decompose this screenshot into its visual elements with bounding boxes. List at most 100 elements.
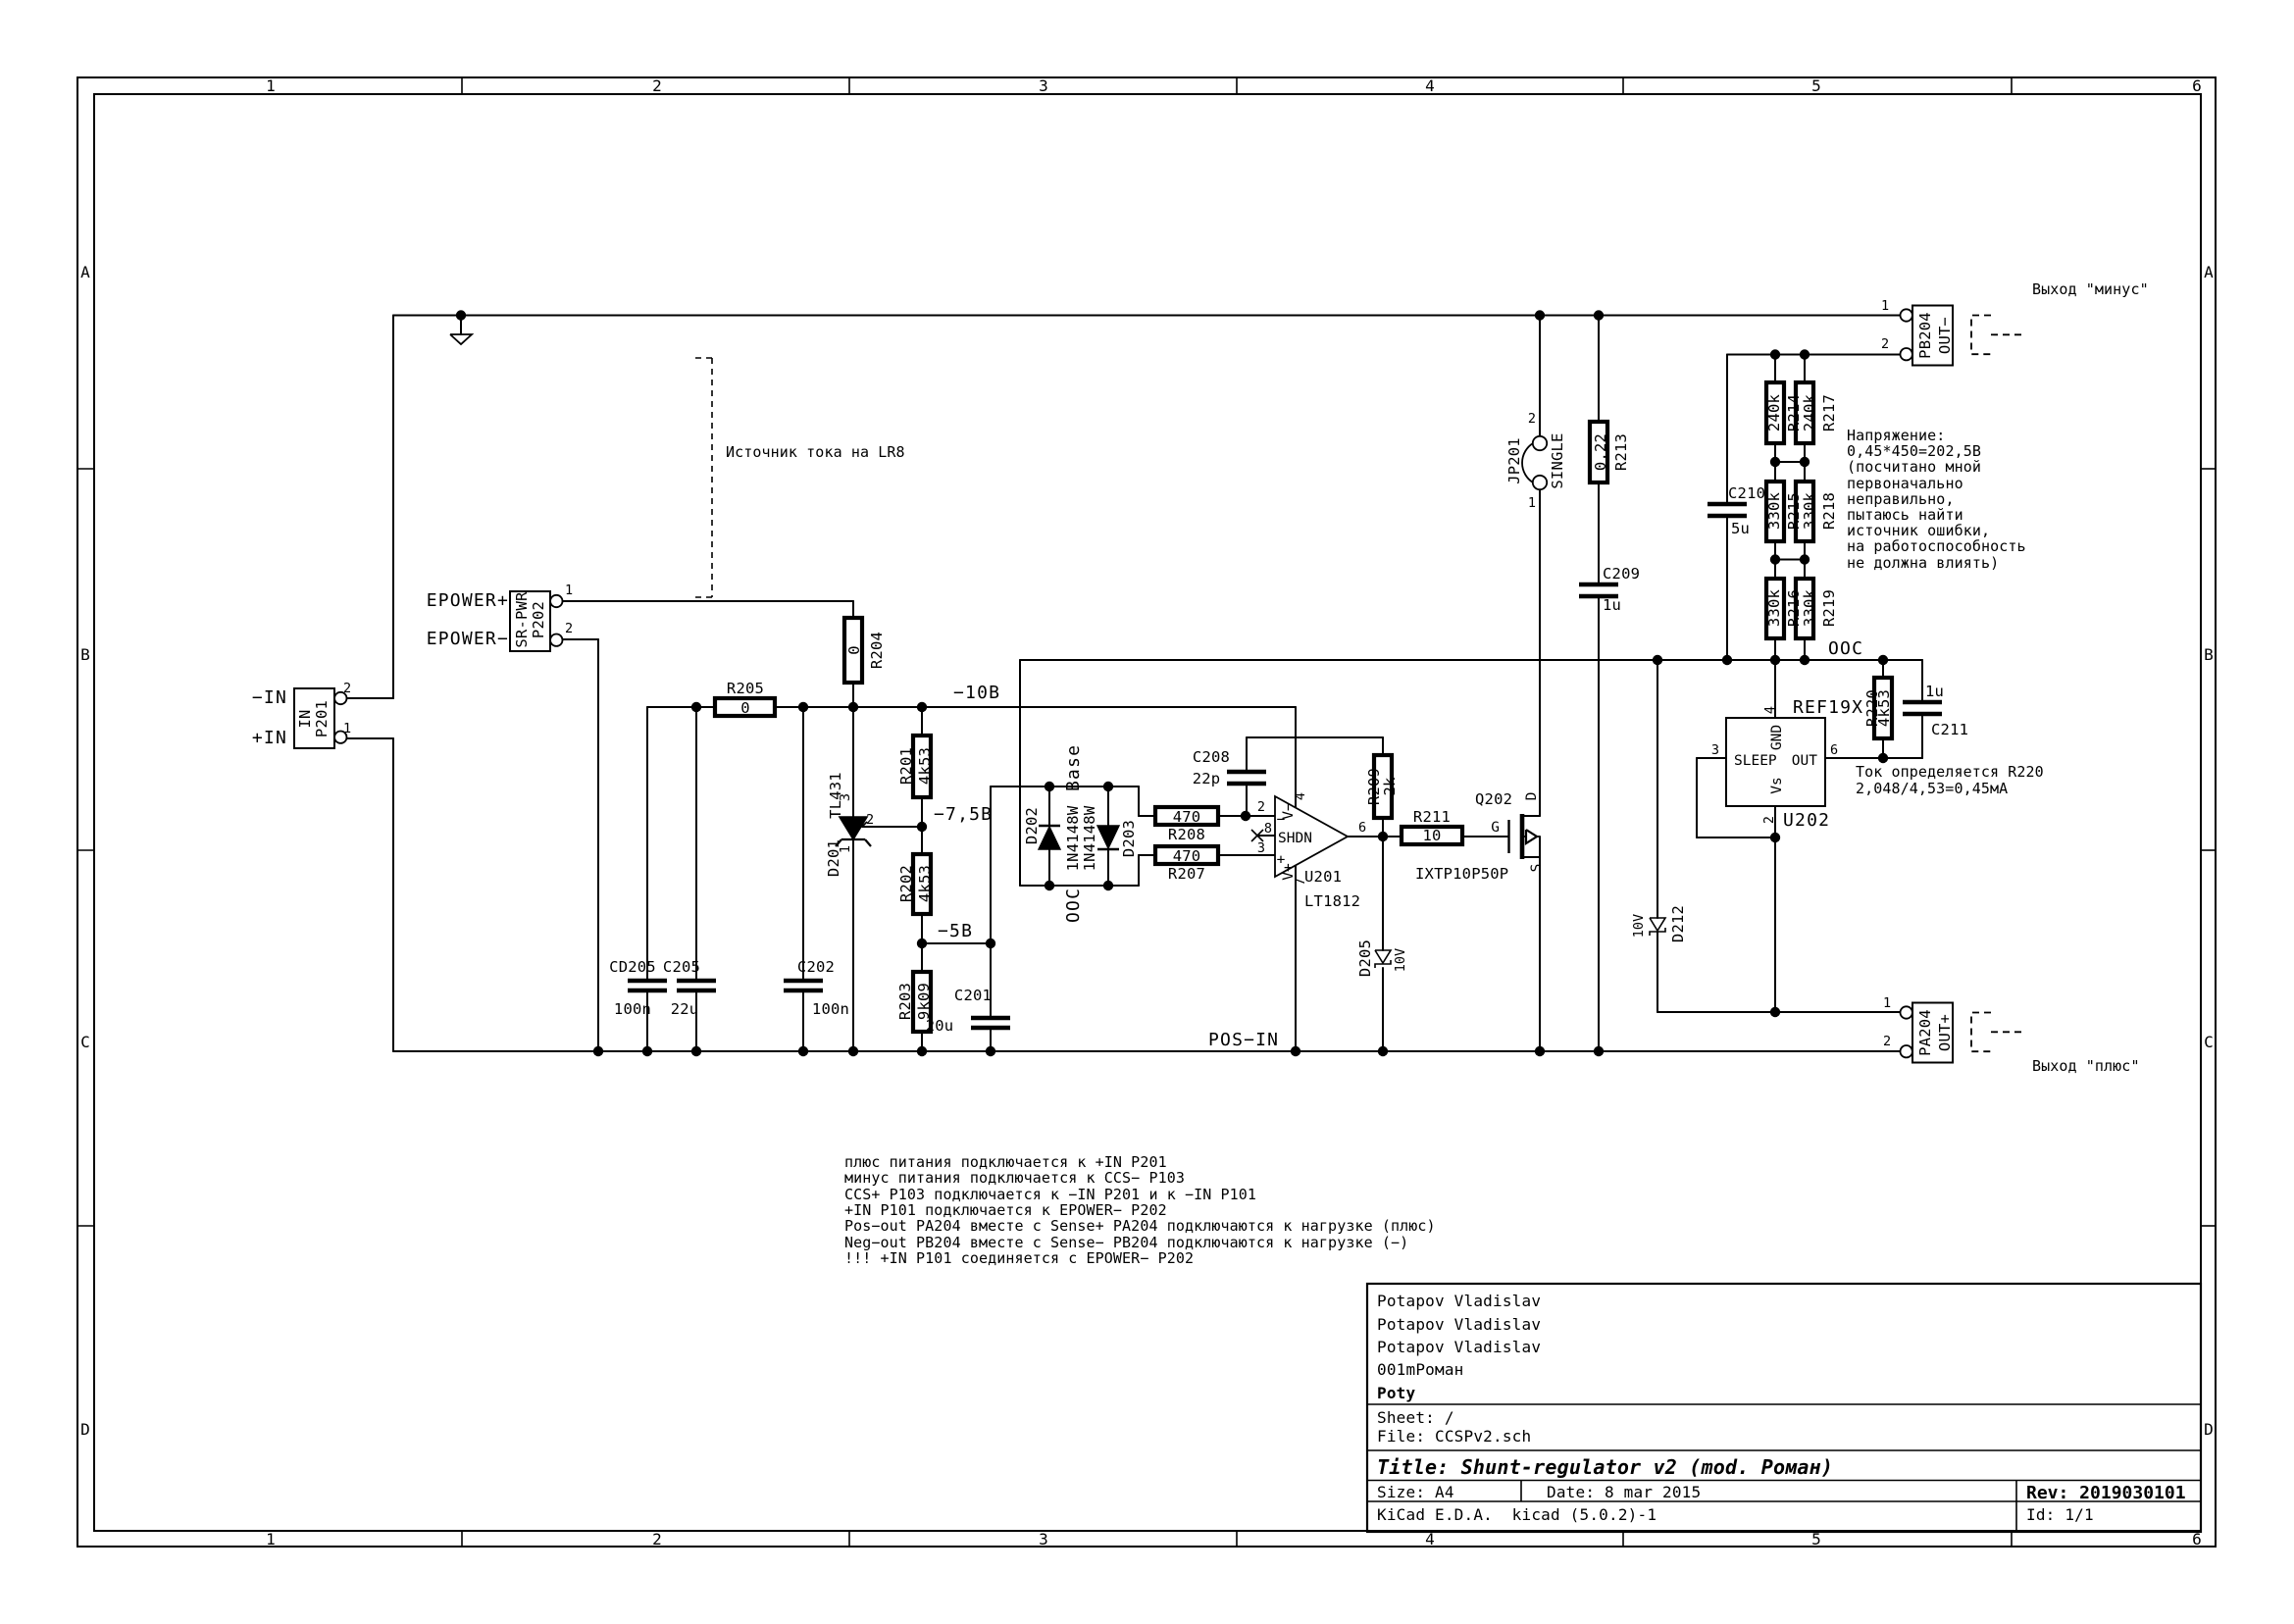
- resistor-R208[interactable]: [1152, 804, 1221, 828]
- output-minus-label: Выход "минус": [2032, 280, 2149, 298]
- frame-column-label-top-3: 3: [1039, 76, 1048, 95]
- resistor-R217[interactable]: [1793, 380, 1816, 446]
- resistor-R214[interactable]: [1763, 380, 1787, 446]
- label-u201-pin6-num: 6: [1358, 820, 1366, 836]
- resistor-R215[interactable]: [1763, 479, 1787, 544]
- capacitor-C209[interactable]: [1579, 582, 1618, 599]
- resistor-R213[interactable]: [1587, 419, 1610, 485]
- resistor-R220[interactable]: [1871, 675, 1895, 741]
- label-net-plus-in: +IN: [252, 728, 287, 748]
- title-block-author-3: Potapov Vladislav: [1377, 1338, 1541, 1356]
- label-r216-value: 330k: [1765, 588, 1783, 627]
- resistor-R207[interactable]: [1152, 843, 1221, 867]
- label-r201-value: 4k53: [916, 747, 934, 785]
- voltage-note-line-1: Напряжение:: [1847, 427, 1945, 444]
- diode-D202[interactable]: [1037, 824, 1062, 850]
- mosfet-Q202[interactable]: [1507, 814, 1541, 859]
- label-jp201-name: SINGLE: [1549, 432, 1566, 488]
- resistor-R203[interactable]: [910, 969, 934, 1035]
- capacitor-C202[interactable]: [784, 978, 823, 993]
- connector-PB204[interactable]: [1899, 304, 1954, 367]
- zener-D212[interactable]: [1649, 917, 1667, 936]
- label-u201-pin2-num: 2: [1257, 799, 1265, 815]
- label-p202-pin2-num: 2: [565, 621, 573, 636]
- frame-row-label-right-3: C: [2204, 1033, 2214, 1051]
- wiring-note-line-6: Neg−out PB204 вместе с Sense− PB204 подк…: [844, 1234, 1408, 1251]
- label-r213-value: 0.22: [1592, 433, 1609, 471]
- resistor-R209[interactable]: [1371, 752, 1395, 821]
- title-block-file: File: CCSPv2.sch: [1377, 1427, 1531, 1446]
- capacitor-C211[interactable]: [1903, 699, 1942, 717]
- connector-P202[interactable]: [509, 590, 564, 652]
- resistor-R211[interactable]: [1399, 824, 1465, 847]
- label-c209-ref: C209: [1603, 565, 1640, 583]
- label-r215-value: 330k: [1765, 491, 1783, 530]
- label-p201-name: IN: [296, 709, 314, 728]
- connector-P201[interactable]: [293, 687, 348, 749]
- label-c205-value: 22u: [671, 1000, 699, 1018]
- resistor-R202[interactable]: [910, 851, 934, 917]
- frame-column-label-bottom-5: 5: [1811, 1530, 1821, 1548]
- label-u202-ref: U202: [1783, 810, 1830, 831]
- resistor-R204[interactable]: [841, 615, 865, 685]
- label-u201-pin8-num: 8: [1264, 821, 1272, 837]
- label-p202-ref: P202: [530, 601, 547, 638]
- label-r217-value: 240k: [1801, 393, 1818, 431]
- label-net-epower-plus: EPOWER+: [427, 590, 509, 611]
- label-r219-ref: R219: [1820, 589, 1838, 627]
- label-d205-ref: D205: [1356, 939, 1374, 977]
- label-r211-ref: R211: [1413, 808, 1451, 826]
- label-c202-ref: C202: [797, 958, 835, 976]
- capacitor-C205[interactable]: [677, 978, 716, 993]
- label-d201-pin3-num: 3: [838, 793, 853, 801]
- capacitor-C210[interactable]: [1708, 501, 1747, 519]
- frame-inner-border: [93, 93, 2202, 1532]
- connector-PA204[interactable]: [1899, 1001, 1954, 1064]
- label-u202-pin3-num: 3: [1711, 742, 1719, 758]
- label-c205-ref: C205: [663, 958, 700, 976]
- label-r209-value: 2k: [1381, 777, 1399, 796]
- label-u202-value: REF19X: [1793, 697, 1863, 718]
- label-r202-value: 4k53: [916, 865, 934, 902]
- frame-column-label-top-1: 1: [266, 76, 276, 95]
- label-r215-ref: R215: [1785, 492, 1803, 530]
- zener-D205[interactable]: [1374, 949, 1393, 968]
- diode-D203[interactable]: [1096, 825, 1121, 851]
- resistor-R201[interactable]: [910, 733, 934, 800]
- capacitor-CD205[interactable]: [628, 978, 667, 993]
- shunt-reference-D201[interactable]: [835, 816, 872, 847]
- resistor-R205[interactable]: [712, 695, 778, 719]
- current-note-line-2: 2,048/4,53=0,45мА: [1856, 780, 2008, 797]
- label-q202-drain-label: D: [1524, 792, 1540, 801]
- label-d201-pin1-num: 1: [838, 845, 853, 853]
- frame-column-label-bottom-6: 6: [2192, 1530, 2202, 1548]
- resistor-R216[interactable]: [1763, 576, 1787, 641]
- frame-row-label-left-4: D: [80, 1420, 90, 1439]
- label-r214-ref: R214: [1785, 394, 1803, 431]
- label-u202-vs-label: Vs: [1769, 777, 1785, 793]
- capacitor-C201[interactable]: [971, 1015, 1010, 1031]
- resistor-R219[interactable]: [1793, 576, 1816, 641]
- label-u202-pin6-num: 6: [1830, 742, 1838, 758]
- reference-ic-U202[interactable]: [1725, 717, 1826, 807]
- label-q202-source-label: S: [1529, 864, 1545, 873]
- label-r209-ref: R209: [1365, 768, 1383, 805]
- capacitor-C208[interactable]: [1227, 769, 1266, 787]
- label-jp201-pin2-num: 2: [1528, 411, 1536, 427]
- frame-column-label-top-2: 2: [652, 76, 662, 95]
- label-d202-value: 1N4148W: [1064, 805, 1082, 871]
- title-block-title: Title: Shunt-regulator v2 (mod. Роман): [1377, 1455, 1833, 1479]
- resistor-R218[interactable]: [1793, 479, 1816, 544]
- ground-symbol[interactable]: [449, 333, 475, 346]
- label-d212-value: 10V: [1631, 914, 1647, 938]
- label-r203-ref: R203: [896, 983, 914, 1020]
- label-net-minus-10v: −10B: [953, 683, 1000, 703]
- output-plus-label: Выход "плюс": [2032, 1057, 2140, 1075]
- label-r214-value: 240k: [1765, 393, 1783, 431]
- frame-row-label-left-1: A: [80, 263, 90, 281]
- label-c208-value: 22p: [1193, 770, 1221, 787]
- label-d201-ref: D201: [825, 839, 842, 877]
- jumper-JP201[interactable]: [1521, 434, 1549, 491]
- label-c211-value: 1u: [1925, 683, 1944, 700]
- opamp-U201[interactable]: [1250, 794, 1350, 879]
